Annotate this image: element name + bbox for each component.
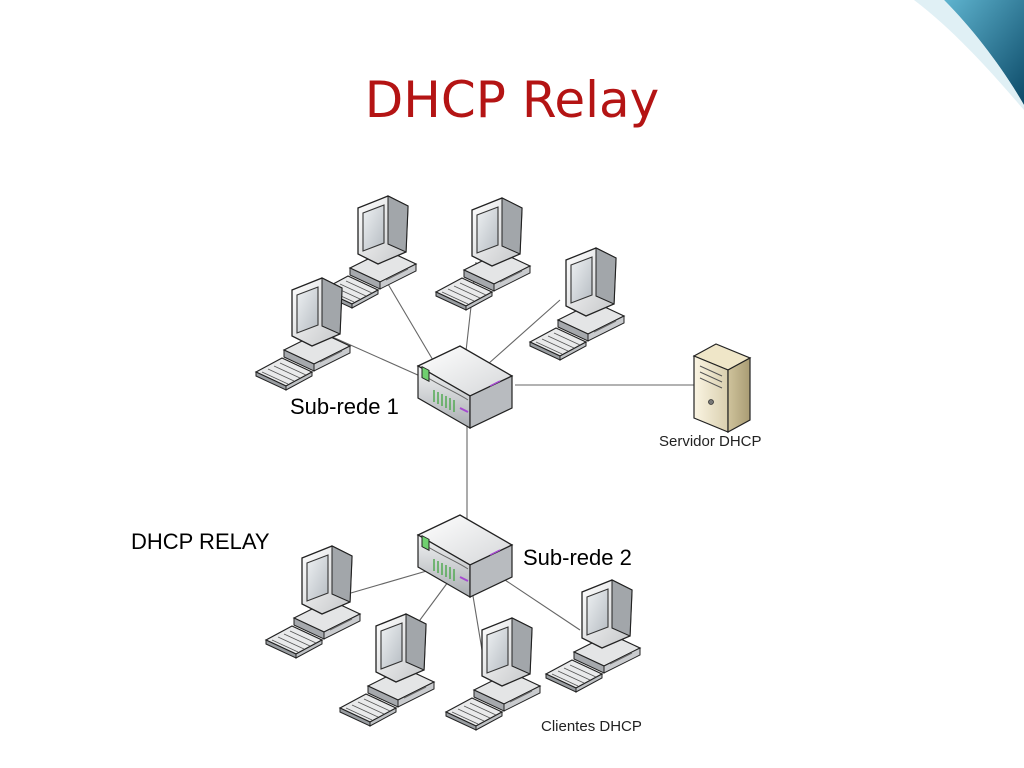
page-title: DHCP Relay <box>364 71 660 129</box>
client-computer-icon <box>265 545 361 659</box>
link-switch2-pc5 <box>343 569 431 596</box>
switch-icon <box>417 514 513 598</box>
server-tower-icon <box>693 343 751 433</box>
link-switch1-pc3 <box>487 299 561 365</box>
link-switch2-pc8 <box>504 579 581 631</box>
link-switch1-pc4 <box>327 334 421 377</box>
subnet2-label: Sub-rede 2 <box>523 545 632 570</box>
subnet1-label: Sub-rede 1 <box>290 394 399 419</box>
client-computer-icon <box>529 247 625 361</box>
clients-label: Clientes DHCP <box>541 718 642 735</box>
client-computer-icon <box>255 277 351 391</box>
link-switch2-pc7 <box>471 589 483 651</box>
relay-label: DHCP RELAY <box>131 529 270 554</box>
client-computer-icon <box>435 197 531 311</box>
corner-decoration <box>914 0 1024 110</box>
client-computer-icon <box>445 617 541 731</box>
client-computer-icon <box>339 613 435 727</box>
network-links <box>327 261 695 651</box>
server-label: Servidor DHCP <box>659 433 762 450</box>
client-computer-icon <box>545 579 641 693</box>
